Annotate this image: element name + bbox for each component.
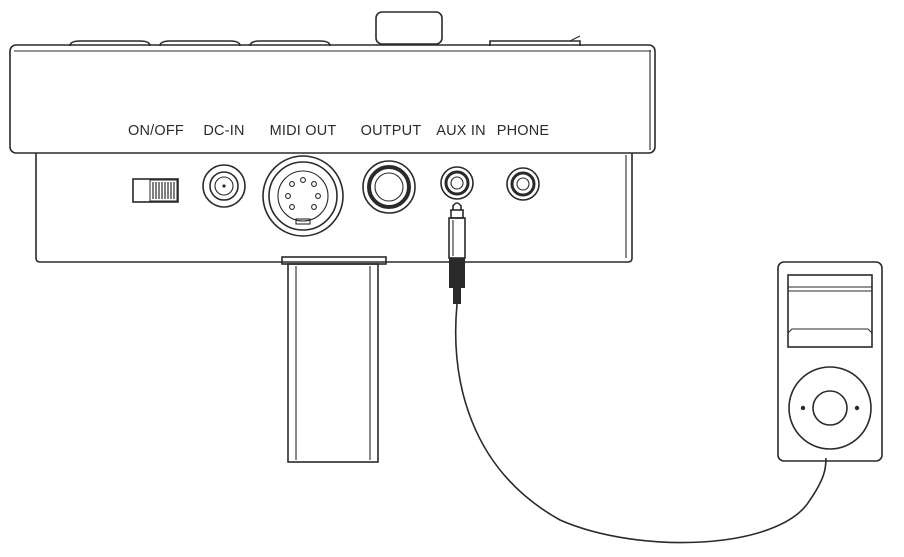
label-on-off: ON/OFF — [128, 123, 184, 139]
label-output: OUTPUT — [360, 123, 422, 139]
label-aux-in: AUX IN — [436, 123, 486, 139]
module-stand — [281, 256, 387, 463]
label-midi-out: MIDI OUT — [269, 123, 337, 139]
drum-module-body — [9, 44, 656, 263]
aux-in-jack — [440, 166, 474, 200]
output-jack — [362, 160, 416, 214]
audio-cable — [454, 303, 827, 544]
label-phone: PHONE — [496, 123, 550, 139]
mp3-player — [777, 261, 883, 462]
dc-in-jack — [202, 164, 246, 208]
top-knob — [375, 11, 443, 45]
label-dc-in: DC-IN — [203, 123, 245, 139]
top-buttons — [69, 35, 581, 47]
power-switch — [132, 178, 179, 203]
midi-out-connector — [262, 155, 344, 237]
audio-plug — [448, 202, 466, 304]
phone-jack — [506, 167, 540, 201]
